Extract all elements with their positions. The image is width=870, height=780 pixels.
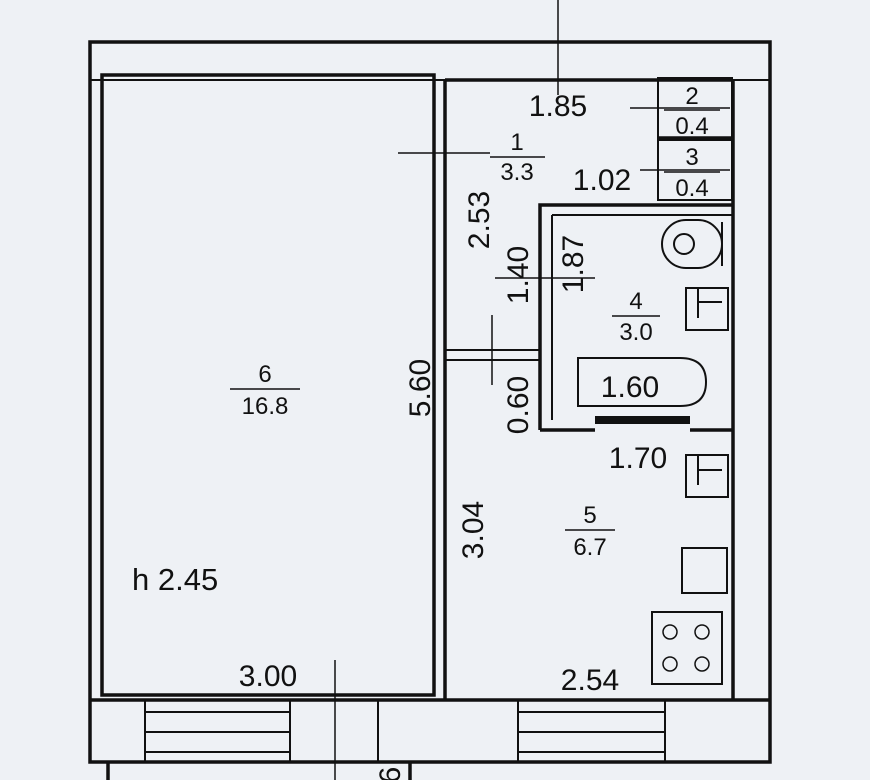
- ceiling-height-label: h 2.45: [132, 562, 218, 597]
- room-6-area: 16.8: [242, 393, 289, 420]
- burner-icon: [662, 624, 678, 640]
- room-width-label: 3.00: [239, 660, 297, 693]
- hall-width-label: 1.85: [529, 90, 587, 123]
- room-length-label: 5.60: [404, 359, 437, 417]
- kitchen-inner-width-label: 1.70: [609, 442, 667, 475]
- room-3-number: 3: [685, 144, 698, 171]
- kitchen-counter-icon: [681, 547, 728, 594]
- kitchen-length-label: 3.04: [457, 501, 490, 559]
- burner-icon: [662, 656, 678, 672]
- kitchen-faucet-icon: [697, 455, 722, 485]
- window-left: [144, 700, 291, 762]
- room-6-number: 6: [258, 361, 271, 388]
- stove-icon: [651, 611, 723, 685]
- burner-icon: [694, 624, 710, 640]
- bathroom-sink-icon: [685, 287, 729, 331]
- bottom-dimension-fragment: 6: [374, 767, 407, 780]
- room-2-area: 0.4: [675, 113, 708, 140]
- toilet-seat-icon: [673, 233, 695, 255]
- room-1-number: 1: [510, 129, 523, 156]
- room-6-outline: [100, 73, 436, 697]
- bathroom-faucet-icon: [697, 288, 722, 318]
- kitchen-sink-icon: [685, 454, 729, 498]
- room-3-area: 0.4: [675, 175, 708, 202]
- top-wall-band: [89, 41, 771, 81]
- door-gap-label: 0.60: [502, 376, 535, 434]
- bathtub-icon: [577, 357, 708, 407]
- room-2-number: 2: [685, 83, 698, 110]
- window-right: [517, 700, 666, 762]
- room-4-area: 3.0: [619, 319, 652, 346]
- bath-depth-right-label: 1.87: [557, 235, 590, 293]
- bathtub-length-label: 1.60: [601, 371, 659, 404]
- room-5-area: 6.7: [573, 534, 606, 561]
- room-1-area: 3.3: [500, 159, 533, 186]
- burner-icon: [694, 656, 710, 672]
- room-4-number: 4: [629, 288, 642, 315]
- bathroom-wall: [538, 203, 733, 430]
- room-5-number: 5: [583, 502, 596, 529]
- kitchen-width-label: 2.54: [561, 664, 619, 697]
- closet-width-label: 1.02: [573, 164, 631, 197]
- bath-depth-left-label: 1.40: [502, 246, 535, 304]
- hall-length-label: 2.53: [463, 191, 496, 249]
